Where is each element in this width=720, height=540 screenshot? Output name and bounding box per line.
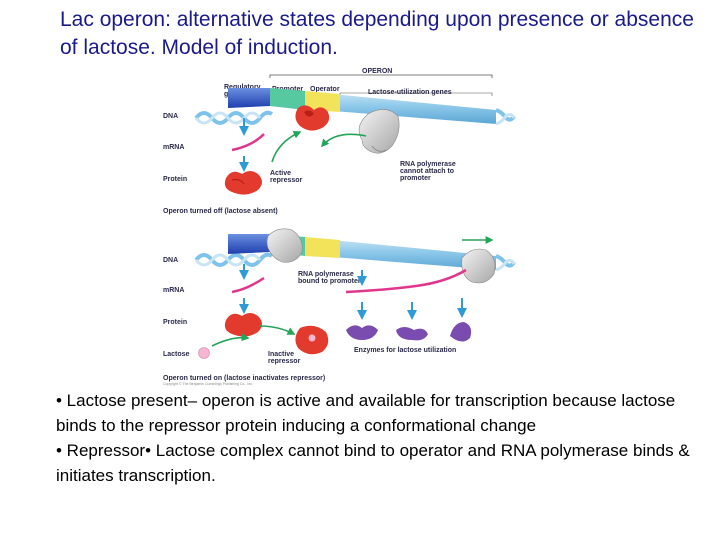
- lactose-molecule-icon: [198, 347, 210, 359]
- rna-polymerase-bound-icon: [266, 228, 303, 263]
- rna-polymerase-transcribing-icon: [461, 248, 496, 284]
- promoter-label: Promoter: [272, 86, 303, 93]
- polymerase-blocked-arrow: [320, 133, 367, 148]
- operon-off-caption: Operon turned off (lactose absent): [163, 208, 278, 215]
- bullet-1: • Lactose present– operon is active and …: [56, 391, 676, 435]
- enzymes-label: Enzymes for lactose utilization: [354, 347, 456, 354]
- mrna-lactose-genes: [345, 268, 467, 294]
- repressor-binding-arrow: [271, 131, 302, 163]
- operon-on-caption: Operon turned on (lactose inactivates re…: [163, 375, 325, 382]
- mrna-regulatory: [231, 276, 265, 294]
- lactose-binding-arrow: [211, 333, 250, 347]
- operon-label: OPERON: [362, 68, 392, 75]
- dna-label-bottom: DNA: [163, 257, 178, 264]
- repressor-inactivation-arrow: [259, 325, 296, 335]
- slide-title: Lac operon: alternative states depending…: [60, 8, 694, 59]
- lactose-genes-label: Lactose-utilization genes: [368, 89, 452, 96]
- copyright-text: Copyright © The Benjamin Cummings Publis…: [163, 382, 253, 386]
- protein-label-bottom: Protein: [163, 319, 187, 326]
- enzyme-1-icon: [346, 325, 378, 340]
- lactose-label: Lactose: [163, 351, 190, 358]
- repressor-bound-icon: [295, 105, 330, 131]
- enzyme-2-icon: [396, 327, 428, 341]
- enzyme-3-icon: [450, 322, 472, 342]
- rna-polymerase-blocked-icon: [358, 109, 400, 154]
- operator-label: Operator: [310, 86, 340, 93]
- active-repressor-icon: [224, 171, 262, 195]
- dna-label-top: DNA: [163, 113, 178, 120]
- mrna-label-top: mRNA: [163, 144, 184, 151]
- repressor-protein-bottom-icon: [224, 313, 262, 337]
- dna-strand-top: [194, 88, 516, 126]
- operon-bracket: [269, 74, 493, 78]
- mrna-label-bottom: mRNA: [163, 287, 184, 294]
- bullet-list: • Lactose present– operon is active and …: [56, 388, 696, 488]
- protein-label-top: Protein: [163, 176, 187, 183]
- lac-operon-figure: OPERON Regulatorygene Promoter Operator …: [163, 68, 516, 386]
- bullet-2: • Repressor• Lactose complex cannot bind…: [56, 441, 690, 485]
- mrna-strand-top: [231, 133, 265, 152]
- operon-off-panel: OPERON Regulatorygene Promoter Operator …: [163, 68, 516, 215]
- inactive-repressor-icon: [295, 325, 329, 355]
